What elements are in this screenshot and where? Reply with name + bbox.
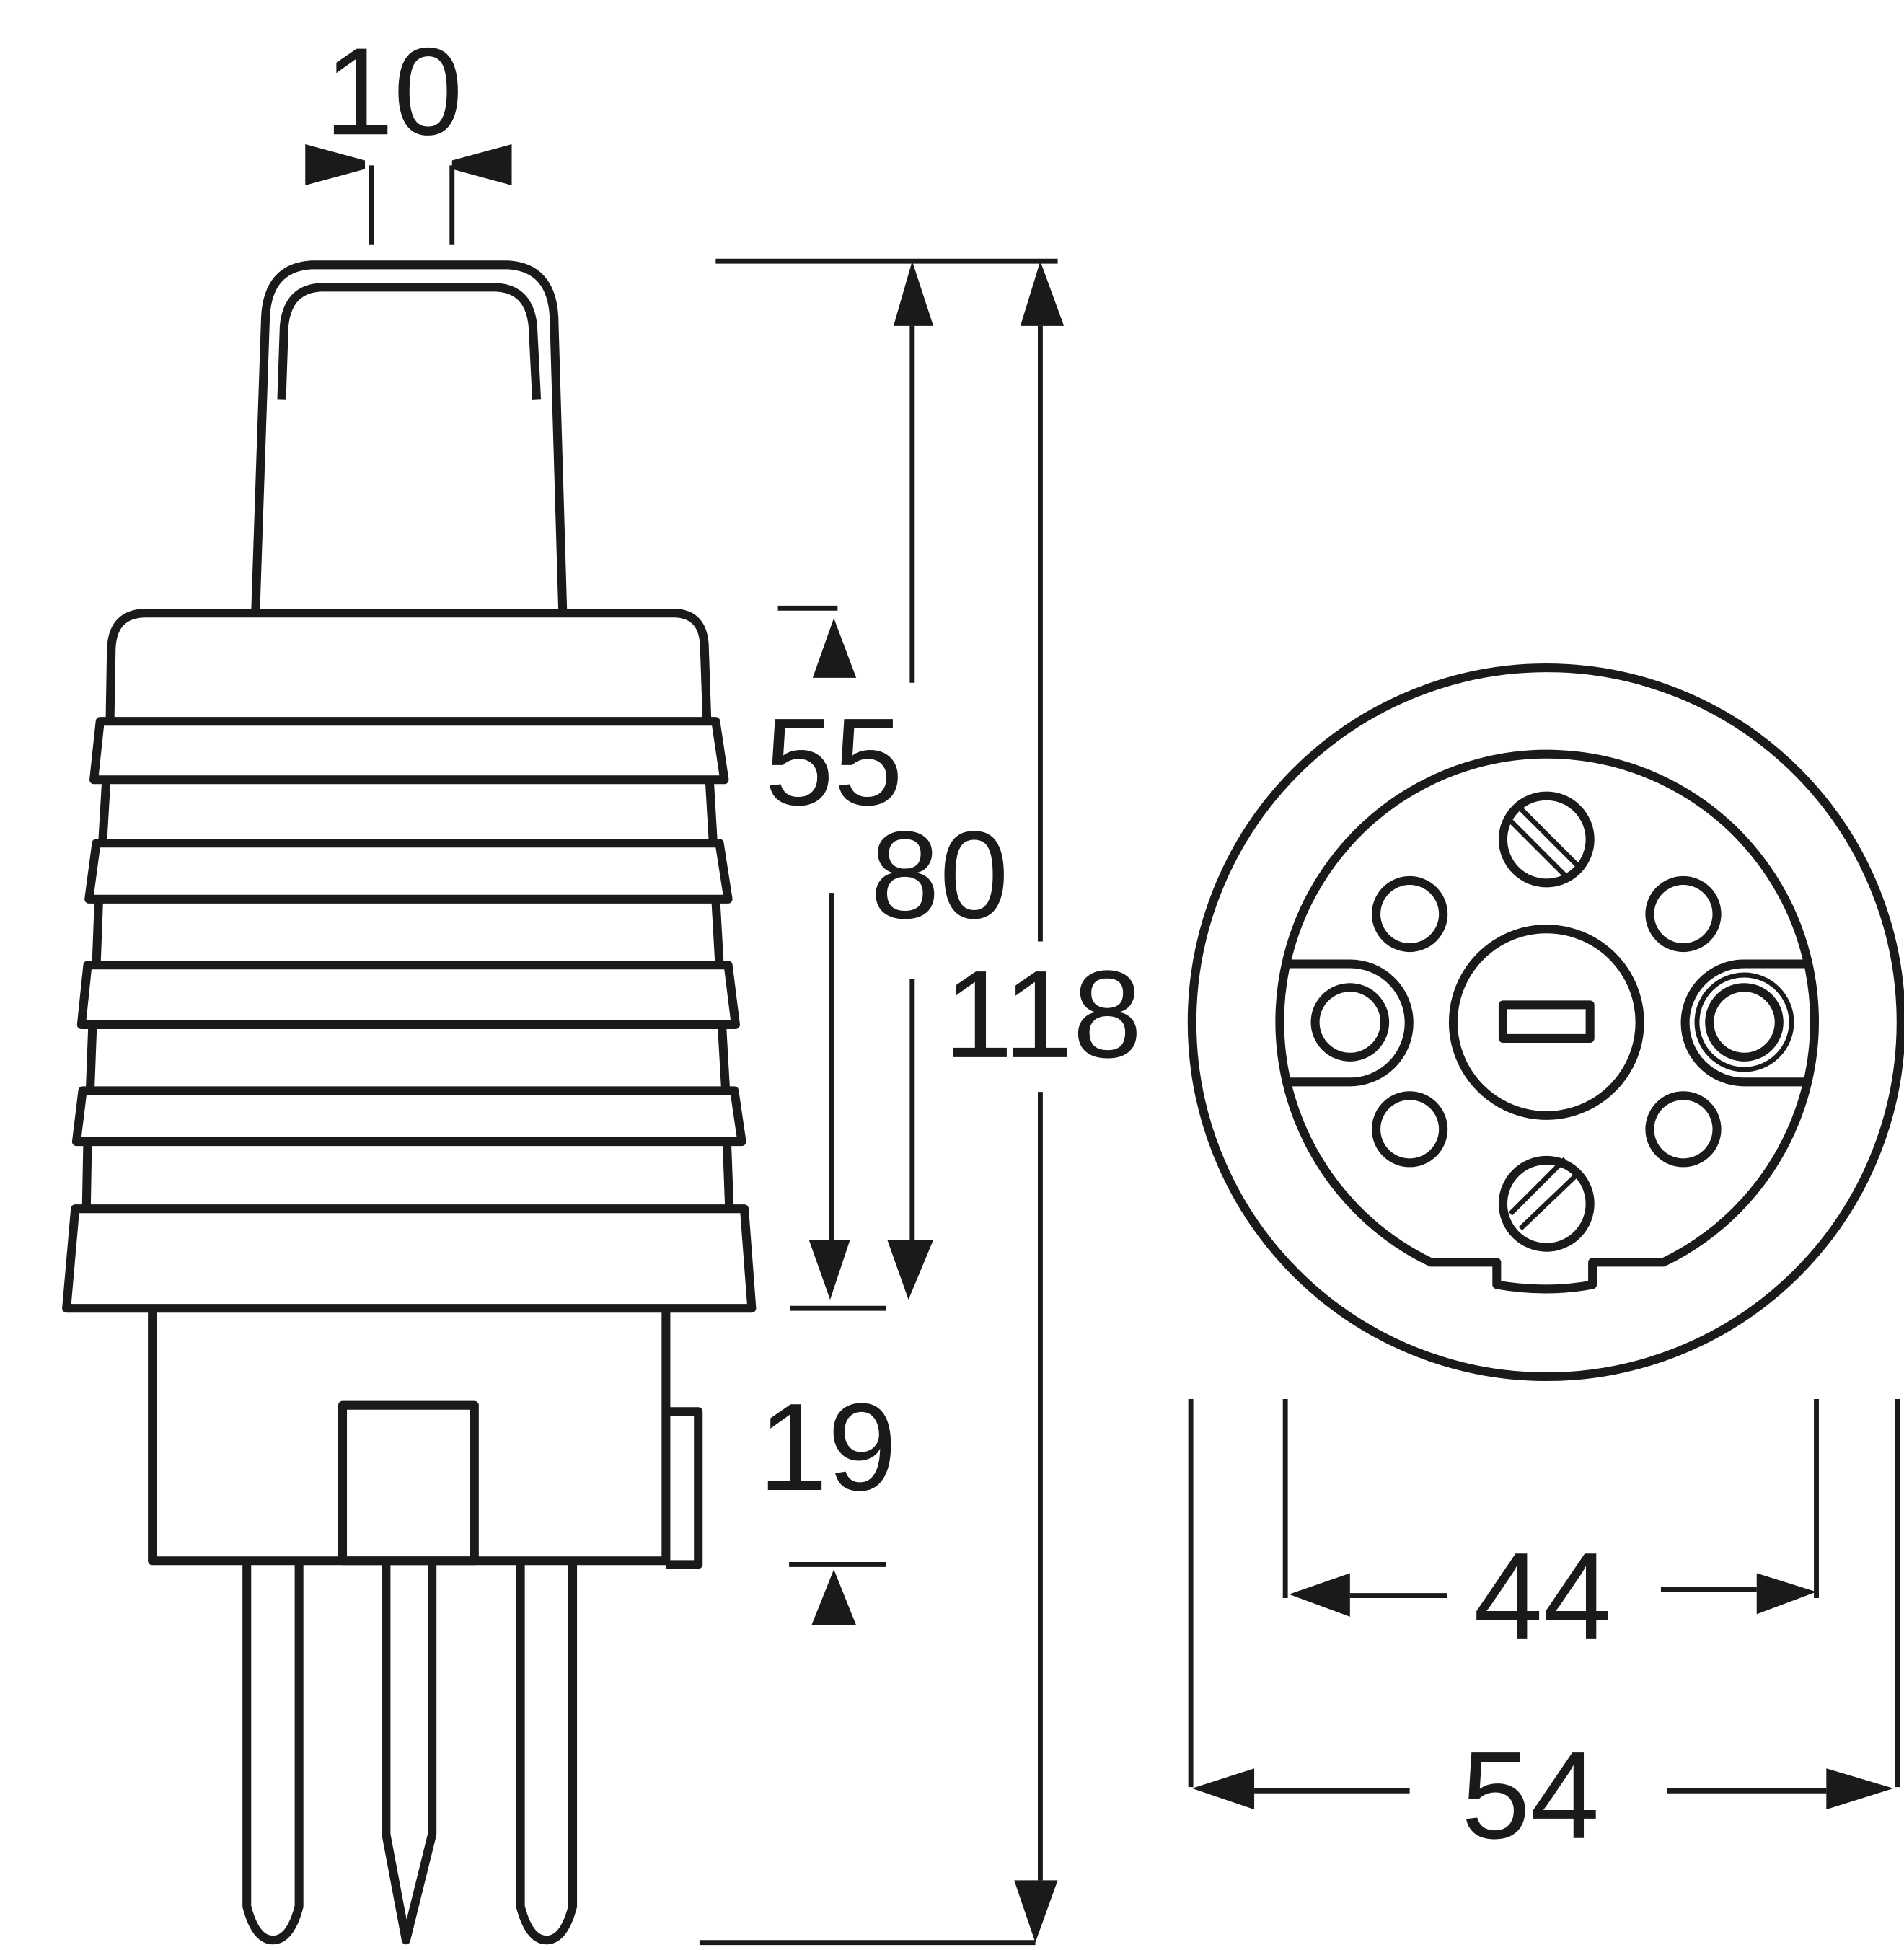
right-keyway	[1680, 959, 1804, 1087]
pin-right	[516, 1564, 578, 1945]
screw-bottom-icon	[1498, 1155, 1595, 1252]
contact-left	[1310, 983, 1390, 1062]
dimension-label: 55	[764, 692, 903, 831]
cooling-fins	[62, 717, 757, 1313]
contact-right	[1705, 983, 1784, 1062]
dimension-80: 80	[790, 806, 1009, 1311]
pin-middle	[382, 1561, 437, 1945]
front-view	[1187, 663, 1904, 1381]
top-cap-inner	[277, 283, 542, 400]
dimension-44: 44	[1282, 1399, 1819, 1666]
outer-ring	[1187, 663, 1904, 1381]
screw-top-icon	[1498, 791, 1595, 888]
side-view	[62, 260, 757, 1945]
hole-bottom-right	[1645, 1091, 1722, 1168]
hole-top-right	[1645, 875, 1722, 953]
center-socket	[1448, 925, 1644, 1120]
dimension-label: 80	[871, 806, 1009, 945]
left-keyway	[1289, 959, 1414, 1087]
inner-face	[1275, 749, 1819, 1294]
dimension-118: 118	[699, 261, 1142, 1946]
hole-top-left	[1372, 875, 1448, 953]
dimension-label: 54	[1461, 1726, 1600, 1865]
hole-bottom-left	[1372, 1091, 1448, 1168]
dimension-54: 54	[1188, 1399, 1900, 1865]
dimension-label: 44	[1473, 1527, 1612, 1666]
upper-body	[105, 609, 712, 722]
dimension-label: 19	[759, 1377, 897, 1517]
center-block	[338, 1400, 479, 1566]
lower-body	[148, 1308, 671, 1566]
dimension-label: 118	[943, 945, 1142, 1084]
center-slot	[1498, 1000, 1595, 1043]
pin-left	[242, 1564, 304, 1945]
dimension-55: 55	[715, 258, 1058, 831]
dimension-10: 10	[305, 22, 512, 245]
top-cap	[251, 260, 568, 612]
dimension-19: 19	[759, 1377, 897, 1625]
dimension-label: 10	[325, 22, 463, 161]
side-tab	[666, 1407, 703, 1569]
